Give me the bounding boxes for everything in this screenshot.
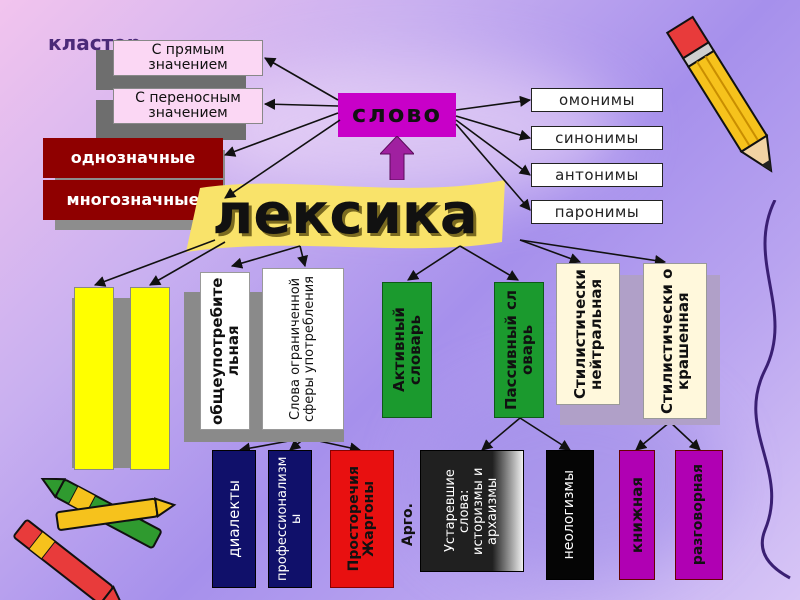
active-vocabulary-label: Активный словарь bbox=[389, 307, 424, 393]
homonyms-box: омонимы bbox=[531, 88, 663, 112]
single-meaning-box: однозначные bbox=[43, 138, 223, 178]
obsolete-words-box: Устаревшие слова: историзмы и архаизмы bbox=[420, 450, 524, 572]
bookish-box: книжная bbox=[619, 450, 655, 580]
colloquial-label: разговорная bbox=[690, 464, 707, 566]
squiggle-decoration bbox=[754, 200, 791, 580]
common-vocabulary-box: общеупотребительная bbox=[200, 272, 250, 430]
colored-style-label: Стилистически окрашенная bbox=[657, 268, 692, 414]
colored-style-box: Стилистически окрашенная bbox=[643, 263, 707, 419]
title-banner bbox=[186, 180, 505, 252]
up-arrow bbox=[380, 136, 414, 180]
bookish-label: книжная bbox=[627, 476, 646, 554]
professional-label: профессионализмы bbox=[274, 456, 304, 582]
yellow-box-2 bbox=[130, 287, 170, 470]
common-vocabulary-label: общеупотребительная bbox=[207, 277, 242, 425]
dialects-box: диалекты bbox=[212, 450, 256, 588]
direct-meaning-box: С прямым значением bbox=[113, 40, 263, 76]
main-title: лексика bbox=[212, 181, 478, 247]
neologisms-box: неологизмы bbox=[546, 450, 594, 580]
limited-vocabulary-box: Слова ограниченной сферы употребления bbox=[262, 268, 344, 430]
jargon-label: Жаргоны bbox=[361, 481, 377, 557]
neologisms-label: неологизмы bbox=[561, 470, 578, 560]
colloquial-box: разговорная bbox=[675, 450, 723, 580]
limited-vocabulary-label: Слова ограниченной сферы употребления bbox=[287, 276, 317, 422]
yellow-box-1 bbox=[74, 287, 114, 470]
dialects-label: диалекты bbox=[224, 480, 243, 558]
vernacular-label: Просторечия bbox=[345, 466, 362, 572]
multi-meaning-box: многозначные bbox=[43, 180, 223, 220]
paronyms-box: паронимы bbox=[531, 200, 663, 224]
passive-vocabulary-label: Пассивный словарь bbox=[501, 290, 536, 410]
neutral-style-label: Стилистически нейтральная bbox=[570, 269, 605, 399]
crayons-icon bbox=[13, 478, 177, 600]
vernacular-jargon-box: Просторечия Жаргоны bbox=[330, 450, 394, 588]
antonyms-box: антонимы bbox=[531, 163, 663, 187]
passive-vocabulary-box: Пассивный словарь bbox=[494, 282, 544, 418]
neutral-style-box: Стилистически нейтральная bbox=[556, 263, 620, 405]
pencil-icon bbox=[665, 15, 773, 173]
active-vocabulary-box: Активный словарь bbox=[382, 282, 432, 418]
obsolete-words-label: Устаревшие слова: историзмы и архаизмы bbox=[442, 467, 501, 555]
argo-label: Арго. bbox=[400, 503, 417, 547]
synonyms-box: синонимы bbox=[531, 126, 663, 150]
figurative-meaning-box: С переносным значением bbox=[113, 88, 263, 124]
argo-box: Арго. bbox=[396, 470, 422, 580]
center-word-box: слово bbox=[338, 93, 456, 137]
professional-box: профессионализмы bbox=[268, 450, 312, 588]
